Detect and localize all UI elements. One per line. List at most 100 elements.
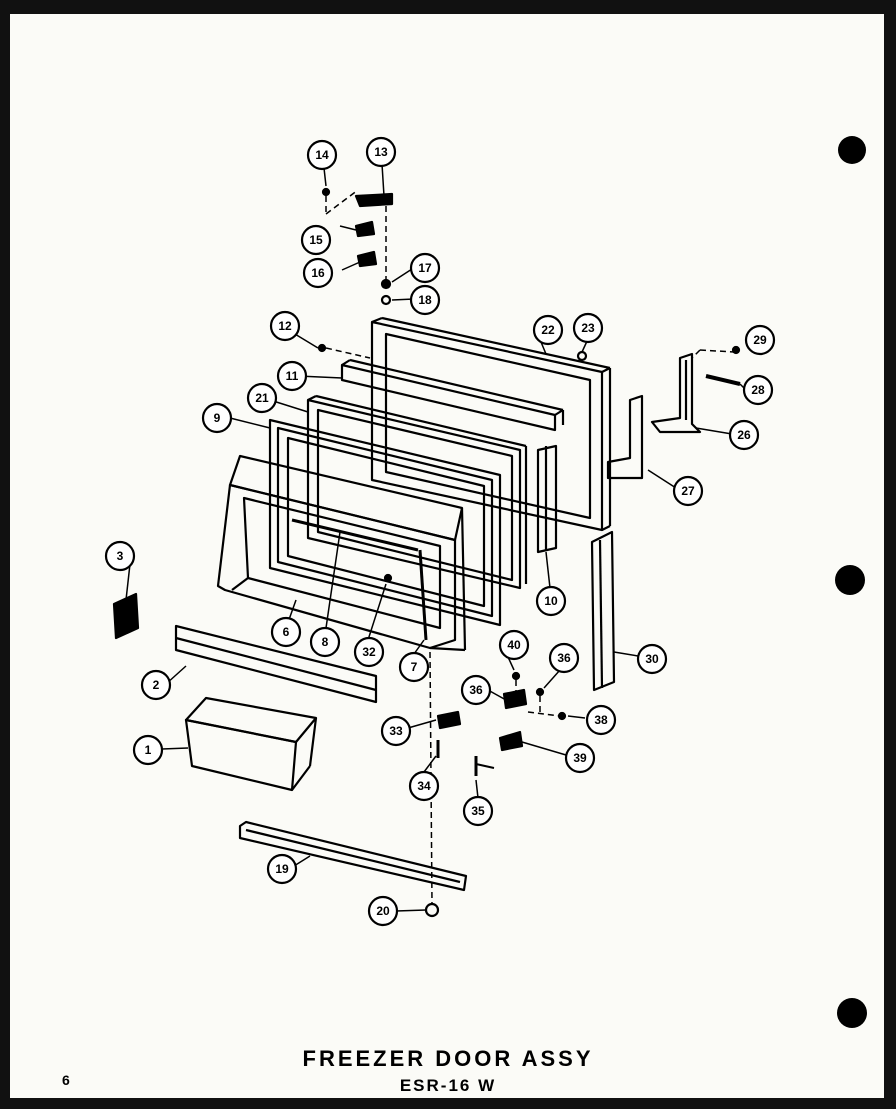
svg-text:40: 40: [507, 638, 521, 652]
callout-13: 13: [365, 136, 397, 168]
svg-text:13: 13: [374, 145, 388, 159]
svg-text:17: 17: [418, 261, 432, 275]
callout-3: 3: [104, 540, 136, 572]
callout-6: 6: [270, 616, 302, 648]
callout-35: 34: [408, 770, 440, 802]
svg-text:20: 20: [376, 904, 390, 918]
callout-41: 40: [498, 629, 530, 661]
svg-text:29: 29: [753, 333, 767, 347]
callout-34: 33: [380, 715, 412, 747]
svg-text:36: 36: [557, 651, 571, 665]
callout-2: 2: [140, 669, 172, 701]
svg-text:9: 9: [214, 411, 221, 425]
callout-7: 7: [398, 651, 430, 683]
svg-text:35: 35: [471, 804, 485, 818]
svg-text:30: 30: [645, 652, 659, 666]
svg-text:23: 23: [581, 321, 595, 335]
callout-33: 32: [353, 636, 385, 668]
svg-text:16: 16: [311, 266, 325, 280]
callout-37: 36: [548, 642, 580, 674]
callout-9: 9: [201, 402, 233, 434]
scan-border-left: [0, 0, 10, 1109]
part-13-hinge: [354, 192, 394, 208]
assembly-lines: [325, 189, 735, 905]
svg-text:12: 12: [278, 319, 292, 333]
svg-text:28: 28: [751, 383, 765, 397]
part-2-trim: [174, 624, 378, 704]
callout-27: 27: [672, 475, 704, 507]
binder-hole: [835, 565, 865, 595]
callout-12: 12: [269, 310, 301, 342]
svg-text:15: 15: [309, 233, 323, 247]
scan-border-bottom: [0, 1098, 896, 1109]
scan-border-right: [884, 0, 896, 1109]
callout-22: 22: [532, 314, 564, 346]
callout-14: 14: [306, 139, 338, 171]
part-26-hinge: [650, 352, 702, 434]
svg-text:6: 6: [283, 625, 290, 639]
svg-text:19: 19: [275, 862, 289, 876]
part-32-channel: [590, 530, 616, 692]
callout-36b: 36: [460, 674, 492, 706]
svg-text:1: 1: [145, 743, 152, 757]
callout-36a: 35: [462, 795, 494, 827]
svg-text:3: 3: [117, 549, 124, 563]
callout-15: 15: [300, 224, 332, 256]
part-27-bracket: [606, 394, 644, 480]
callout-39: 38: [585, 704, 617, 736]
svg-text:14: 14: [315, 148, 329, 162]
part-7-rod: [418, 549, 428, 641]
callout-11: 11: [276, 360, 308, 392]
part-19-rail: [238, 820, 468, 892]
svg-text:39: 39: [573, 751, 587, 765]
svg-text:8: 8: [322, 635, 329, 649]
callout-21: 21: [246, 382, 278, 414]
callout-1: 1: [132, 734, 164, 766]
svg-text:38: 38: [594, 713, 608, 727]
callout-28: 28: [742, 374, 774, 406]
callout-32: 30: [636, 643, 668, 675]
svg-text:21: 21: [255, 391, 269, 405]
callout-16: 16: [302, 257, 334, 289]
callout-20: 20: [367, 895, 399, 927]
svg-text:22: 22: [541, 323, 555, 337]
part-29-pin: [705, 374, 741, 386]
callout-17: 17: [409, 252, 441, 284]
part-11-top-strip: [340, 358, 565, 432]
callout-8: 8: [309, 626, 341, 658]
svg-text:2: 2: [153, 678, 160, 692]
svg-text:32: 32: [362, 645, 376, 659]
scan-border-top: [0, 0, 896, 14]
part-3-hinge: [112, 592, 140, 640]
part-10-vertical-bar: [536, 444, 558, 554]
callout-26: 26: [728, 419, 760, 451]
svg-text:27: 27: [681, 484, 695, 498]
part-16-bracket: [356, 250, 378, 268]
svg-text:33: 33: [389, 724, 403, 738]
svg-text:11: 11: [286, 369, 299, 383]
model-number: ESR-16 W: [399, 1076, 497, 1095]
part-15-bracket: [354, 220, 376, 238]
callout-23: 23: [572, 312, 604, 344]
part-1-bin: [184, 696, 318, 792]
svg-text:18: 18: [418, 293, 432, 307]
svg-text:36: 36: [469, 683, 483, 697]
part-6-inner-panel: [216, 454, 467, 652]
part-21-liner: [306, 394, 528, 590]
svg-text:34: 34: [417, 779, 431, 793]
callout-30: 29: [744, 324, 776, 356]
page-number: 6: [62, 1072, 70, 1088]
binder-hole: [838, 136, 866, 164]
part-9-gasket: [268, 418, 502, 627]
diagram-title: FREEZER DOOR ASSY: [302, 1046, 594, 1071]
svg-text:26: 26: [737, 428, 751, 442]
callout-10: 10: [535, 585, 567, 617]
callout-19: 19: [266, 853, 298, 885]
part-8-rod: [291, 518, 419, 552]
binder-hole: [837, 998, 867, 1028]
svg-text:10: 10: [544, 594, 558, 608]
callout-40: 39: [564, 742, 596, 774]
callout-18: 18: [409, 284, 441, 316]
